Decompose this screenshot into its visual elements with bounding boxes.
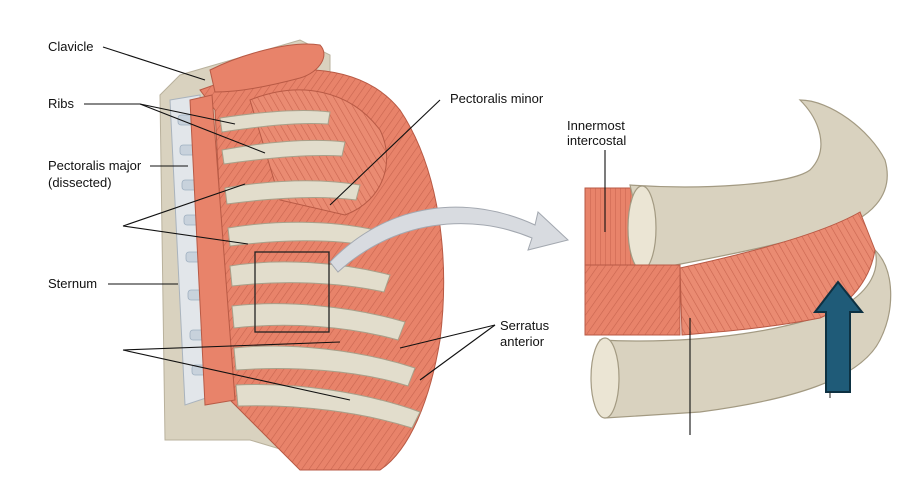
label-serratus: Serratus [500,318,550,333]
label-clavicle: Clavicle [48,39,94,54]
pectoralis-major-dissected [189,94,236,406]
leader-lines [84,46,691,435]
label-pectoralis-major-dissected: (dissected) [48,175,112,190]
label-sternum: Sternum [48,276,98,291]
label-anterior: anterior [500,334,545,349]
lower-rib-bone [599,248,892,419]
thorax-illustration [159,39,445,471]
label-innermost: Innermost [567,118,625,133]
label-ribs: Ribs [48,96,75,111]
inset-illustration [584,99,892,419]
ribs [219,109,421,429]
clavicle-bone [209,43,325,93]
curved-arrow-icon [329,206,570,273]
label-pectoralis-minor: Pectoralis minor [450,91,544,106]
label-intercostal: intercostal [567,133,627,148]
arrow-up-icon [812,280,865,393]
inset-box [254,251,330,333]
label-pectoralis-major: Pectoralis major [48,158,142,173]
